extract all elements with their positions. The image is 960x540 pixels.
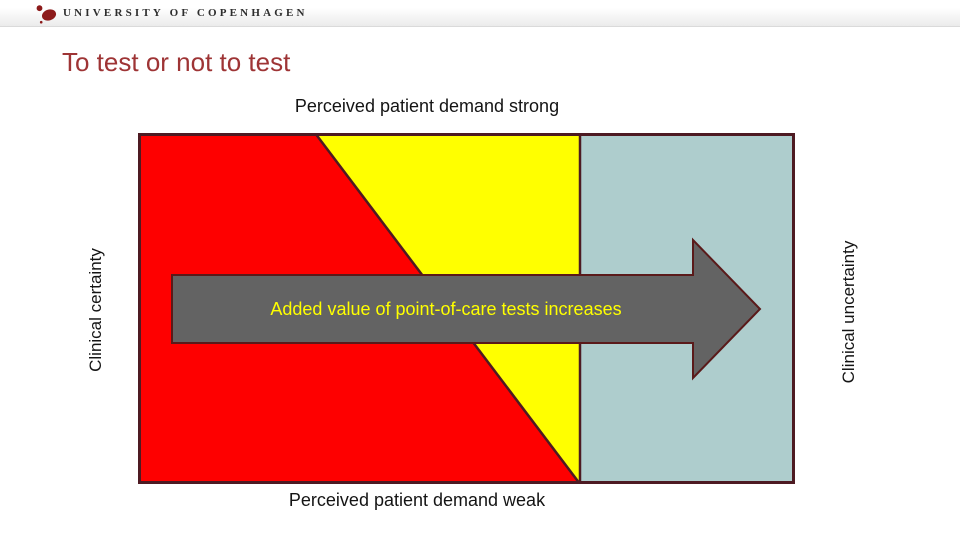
value-arrow	[171, 237, 762, 381]
page-title: To test or not to test	[62, 47, 291, 77]
arrow-label: Added value of point-of-care tests incre…	[270, 299, 621, 319]
demand-certainty-diagram: Added value of point-of-care tests incre…	[138, 133, 795, 484]
university-name: UNIVERSITY OF COPENHAGEN	[63, 7, 308, 19]
left-axis-label: Clinical certainty	[86, 248, 105, 372]
bottom-axis-label: Perceived patient demand weak	[288, 490, 546, 510]
top-axis-label: Perceived patient demand strong	[294, 96, 560, 116]
university-seal-icon	[36, 5, 57, 24]
university-header: UNIVERSITY OF COPENHAGEN	[0, 0, 960, 27]
right-axis-label: Clinical uncertainty	[839, 240, 858, 384]
diagram-border	[138, 133, 795, 484]
